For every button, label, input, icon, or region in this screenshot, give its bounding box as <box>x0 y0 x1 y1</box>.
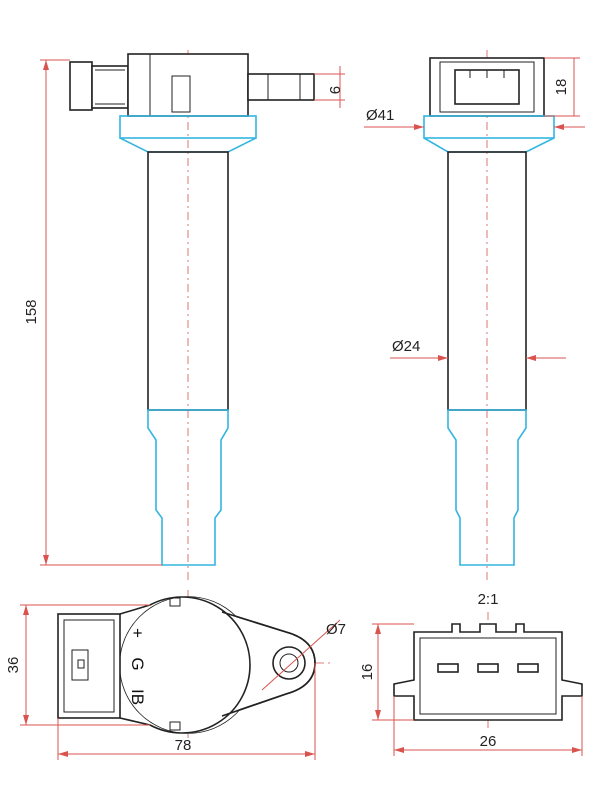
flange-diameter-label: Ø41 <box>366 107 394 124</box>
connector-width-label: 26 <box>480 733 497 750</box>
top-view: Ø7 + G IB 36 78 <box>5 590 346 760</box>
connector-width-top-label: 18 <box>553 79 570 96</box>
front-view: 18 Ø41 Ø24 <box>364 50 585 580</box>
pin-ib-label: IB <box>128 689 147 705</box>
base-length-label: 78 <box>175 737 192 754</box>
base-height-label: 36 <box>5 657 22 674</box>
detail-scale-label: 2:1 <box>478 591 499 608</box>
mount-hole-diameter-label: Ø7 <box>326 621 346 638</box>
connector-height-detail-label: 16 <box>359 664 376 681</box>
connector-height-label: 9 <box>326 86 343 94</box>
pin-plus-label: + <box>128 628 147 638</box>
connector-detail: 2:1 16 26 <box>359 591 583 756</box>
length-total-label: 158 <box>23 299 40 324</box>
side-view: 158 9 <box>23 50 345 580</box>
pin-ground-label: G <box>128 657 147 670</box>
body-diameter-label: Ø24 <box>392 338 420 355</box>
